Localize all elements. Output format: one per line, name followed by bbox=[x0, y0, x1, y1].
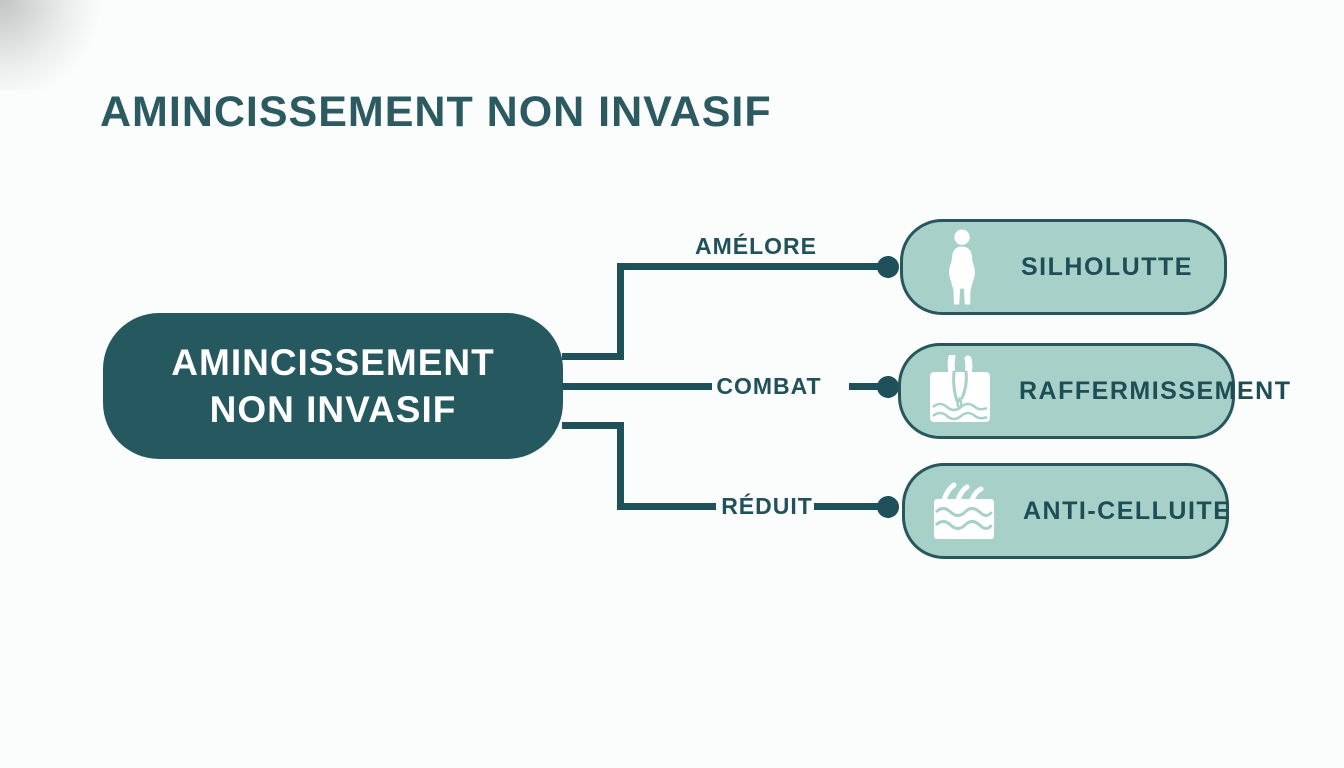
connector-vertical-top bbox=[617, 263, 624, 360]
connector-stub-top bbox=[562, 353, 620, 360]
connector-dot-bottom bbox=[877, 496, 899, 518]
branch-label-anti-cellulite: ANTI-CELLUITE bbox=[1023, 496, 1232, 525]
branch-label-raffermissement: RAFFERMISSEMENT bbox=[1019, 376, 1292, 405]
connector-horizontal-bottom-right bbox=[814, 503, 883, 510]
center-node-line1: AMINCISSEMENT bbox=[171, 341, 495, 383]
connector-dot-middle bbox=[877, 376, 899, 398]
edge-label-ameliore: AMÉLORE bbox=[695, 233, 817, 259]
branch-label-silhouette: SILHOLUTTE bbox=[1021, 252, 1193, 281]
connector-middle-left bbox=[562, 383, 712, 390]
corner-smudge bbox=[0, 0, 120, 90]
connector-dot-top bbox=[877, 256, 899, 278]
branch-node-silhouette: SILHOLUTTE bbox=[900, 219, 1227, 315]
connector-horizontal-top bbox=[617, 263, 883, 270]
body-silhouette-icon bbox=[927, 224, 997, 310]
skin-waves-icon bbox=[929, 468, 999, 554]
edge-label-combat: COMBAT bbox=[716, 373, 822, 399]
skin-follicle-icon bbox=[925, 348, 995, 434]
connector-stub-bottom bbox=[562, 422, 620, 429]
page-title: AMINCISSEMENT NON INVASIF bbox=[100, 88, 772, 136]
center-node-line2: NON INVASIF bbox=[209, 389, 457, 430]
connector-vertical-bottom bbox=[617, 422, 624, 510]
connector-middle-right bbox=[849, 383, 883, 390]
branch-node-anti-cellulite: ANTI-CELLUITE bbox=[902, 463, 1232, 559]
branch-node-raffermissement: RAFFERMISSEMENT bbox=[898, 343, 1290, 439]
edge-label-reduit: RÉDUIT bbox=[721, 493, 813, 519]
connector-horizontal-bottom-left bbox=[617, 503, 716, 510]
center-node: AMINCISSEMENT NON INVASIF bbox=[103, 313, 563, 459]
